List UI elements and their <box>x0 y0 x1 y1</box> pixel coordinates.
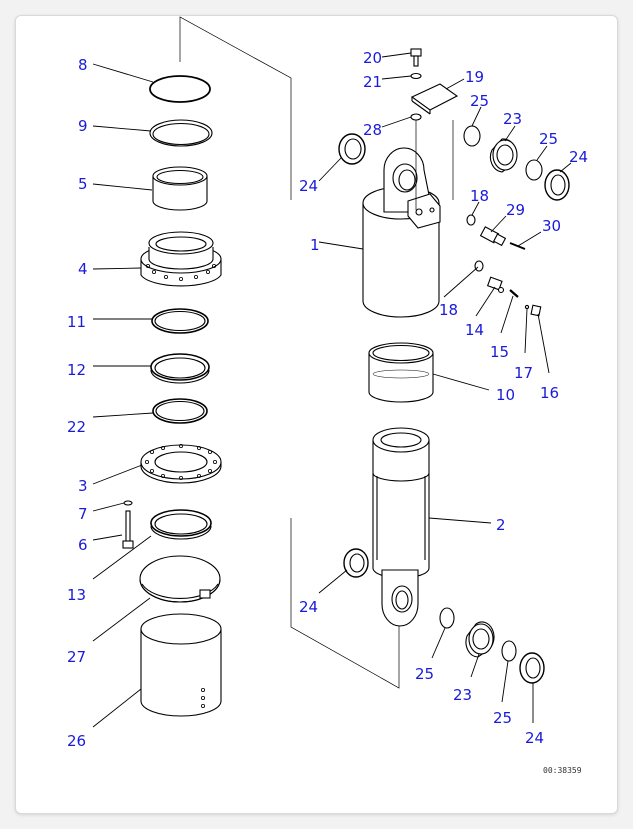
callout-22: 22 <box>67 418 86 436</box>
part-25-seal-upper-a <box>463 125 481 147</box>
part-2-piston-rod <box>372 427 430 627</box>
callout-24-d: 24 <box>525 729 544 747</box>
callout-10: 10 <box>496 386 515 404</box>
part-29-valve <box>479 226 507 247</box>
callout-14: 14 <box>465 321 484 339</box>
callout-12: 12 <box>67 361 86 379</box>
part-10-bushing <box>368 342 434 403</box>
part-25-seal-lower-b <box>501 640 517 662</box>
callout-23-b: 23 <box>453 686 472 704</box>
callout-20: 20 <box>363 49 382 67</box>
callout-15: 15 <box>490 343 509 361</box>
part-25-seal-upper-b <box>525 159 543 181</box>
callout-25-d: 25 <box>493 709 512 727</box>
part-20-bolt <box>410 48 422 67</box>
callout-17: 17 <box>514 364 533 382</box>
callout-8: 8 <box>78 56 88 74</box>
part-3-flange <box>140 443 222 484</box>
part-18-washer-b <box>474 260 484 272</box>
callout-25-a: 25 <box>470 92 489 110</box>
callout-19: 19 <box>465 68 484 86</box>
part-14-grease-fitting <box>486 276 505 294</box>
part-13-packing <box>150 509 212 540</box>
part-16-plug <box>530 304 542 317</box>
callout-6: 6 <box>78 536 88 554</box>
part-23-spherical-bushing-lower <box>465 621 495 658</box>
part-19-plate <box>410 83 459 115</box>
callout-24-a: 24 <box>299 177 318 195</box>
callout-16: 16 <box>540 384 559 402</box>
part-18-washer-a <box>466 214 476 226</box>
callout-4: 4 <box>78 260 88 278</box>
part-9-ring <box>149 119 213 147</box>
part-5-bushing <box>152 166 208 211</box>
callout-26: 26 <box>67 732 86 750</box>
part-6-bolt <box>122 510 134 549</box>
leader-lines <box>92 52 572 728</box>
part-25-seal-lower-a <box>439 607 455 629</box>
part-8-o-ring <box>149 75 211 103</box>
callout-2: 2 <box>496 516 506 534</box>
drawing-code: 00:38359 <box>543 766 582 775</box>
assembly-guide-lines <box>179 16 454 689</box>
part-7-washer <box>123 500 133 506</box>
callout-24-c: 24 <box>299 598 318 616</box>
part-4-cylinder-head <box>140 231 222 287</box>
part-23-spherical-bushing-upper <box>489 138 518 173</box>
part-24-wiper-upper-b <box>544 169 570 201</box>
callout-28: 28 <box>363 121 382 139</box>
part-1-cylinder-tube <box>362 147 441 318</box>
part-24-wiper-lower-a <box>343 548 369 578</box>
part-17-ball <box>524 304 530 310</box>
part-26-cover <box>140 613 222 717</box>
callout-21: 21 <box>363 73 382 91</box>
callout-13: 13 <box>67 586 86 604</box>
callout-labels: 8 9 5 4 11 12 22 3 7 6 13 27 26 20 21 19… <box>67 49 588 775</box>
callout-27: 27 <box>67 648 86 666</box>
part-28-washer <box>410 113 422 210</box>
callout-9: 9 <box>78 117 88 135</box>
part-12-packing <box>150 353 210 384</box>
callout-23-a: 23 <box>503 110 522 128</box>
callout-29: 29 <box>506 201 525 219</box>
part-21-washer <box>410 72 422 80</box>
diagram-card <box>15 15 618 814</box>
callout-24-b: 24 <box>569 148 588 166</box>
part-15-spring <box>509 289 519 298</box>
part-24-wiper-lower-b <box>519 652 545 684</box>
callout-11: 11 <box>67 313 86 331</box>
part-11-seal-ring <box>151 308 209 334</box>
callout-30: 30 <box>542 217 561 235</box>
callout-25-c: 25 <box>415 665 434 683</box>
part-27-band <box>139 555 221 603</box>
part-24-wiper-upper-a <box>338 133 366 165</box>
part-22-ring <box>152 398 208 424</box>
callout-1: 1 <box>310 236 320 254</box>
part-30-valve-cap <box>509 242 526 250</box>
callout-5: 5 <box>78 175 88 193</box>
callout-18-b: 18 <box>439 301 458 319</box>
callout-7: 7 <box>78 505 88 523</box>
callout-25-b: 25 <box>539 130 558 148</box>
callout-18-a: 18 <box>470 187 489 205</box>
callout-3: 3 <box>78 477 88 495</box>
